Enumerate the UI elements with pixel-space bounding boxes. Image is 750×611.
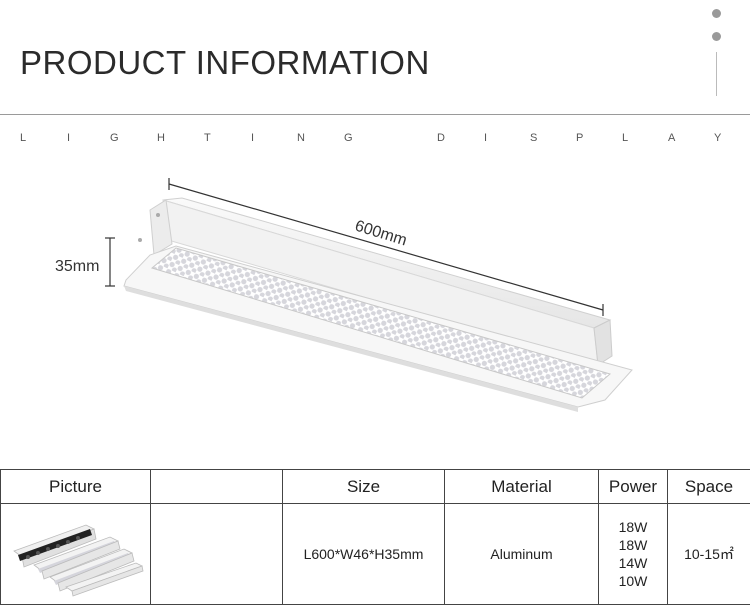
header-power: Power <box>598 469 668 504</box>
spec-table: Picture Size Material Power Space <box>0 469 750 605</box>
subtitle-letter: L <box>622 132 629 144</box>
subtitle-letter: I <box>251 132 255 144</box>
header-material: Material <box>444 469 599 504</box>
header-size: Size <box>282 469 445 504</box>
table-row: L600*W46*H35mm Aluminum 18W 18W 14W 10W … <box>0 503 750 605</box>
power-value: 14W <box>618 555 648 571</box>
lamp-end-face <box>593 319 613 366</box>
subtitle-letter: S <box>530 132 538 144</box>
power-cell: 18W 18W 14W 10W <box>598 503 668 605</box>
subtitle-letter: D <box>437 132 445 144</box>
dot-icon <box>712 32 721 41</box>
subtitle-letter: G <box>110 132 119 144</box>
subtitle-letter: A <box>668 132 676 144</box>
power-value: 18W <box>618 519 648 535</box>
length-dimension-line <box>168 183 604 311</box>
header-picture: Picture <box>0 469 151 504</box>
subtitle-letter: L <box>20 132 27 144</box>
dot-icon <box>712 9 721 18</box>
power-value: 10W <box>618 573 648 589</box>
material-cell: Aluminum <box>444 503 599 605</box>
space-cell: 10-15㎡ <box>667 503 750 605</box>
length-label: 600mm <box>353 218 409 250</box>
subtitle-letter: P <box>576 132 584 144</box>
decorative-vertical-line <box>716 52 717 96</box>
lamp-end-cap <box>149 199 173 256</box>
subtitle-letter: G <box>344 132 353 144</box>
decorative-dots <box>711 9 723 55</box>
height-label: 35mm <box>55 258 99 275</box>
subtitle-letter: N <box>297 132 305 144</box>
subtitle-letter: T <box>204 132 211 144</box>
subtitle-letter: H <box>157 132 165 144</box>
power-value: 18W <box>618 537 648 553</box>
product-variants-thumbnail <box>12 524 143 597</box>
page-title: PRODUCT INFORMATION <box>20 44 430 81</box>
blank-cell <box>150 503 283 605</box>
header-divider <box>0 114 750 115</box>
subtitle-letters: L I G H T I N G D I S P L A Y <box>0 132 750 146</box>
honeycomb-louver <box>150 247 612 399</box>
header-space: Space <box>667 469 750 504</box>
subtitle-letter: Y <box>714 132 722 144</box>
product-illustration: 600mm 35mm <box>55 178 633 412</box>
subtitle-letter: I <box>484 132 488 144</box>
header-blank <box>150 469 283 504</box>
table-header-row: Picture Size Material Power Space <box>0 469 750 504</box>
subtitle-letter: I <box>67 132 71 144</box>
size-cell: L600*W46*H35mm <box>282 503 445 605</box>
picture-cell <box>0 503 151 605</box>
